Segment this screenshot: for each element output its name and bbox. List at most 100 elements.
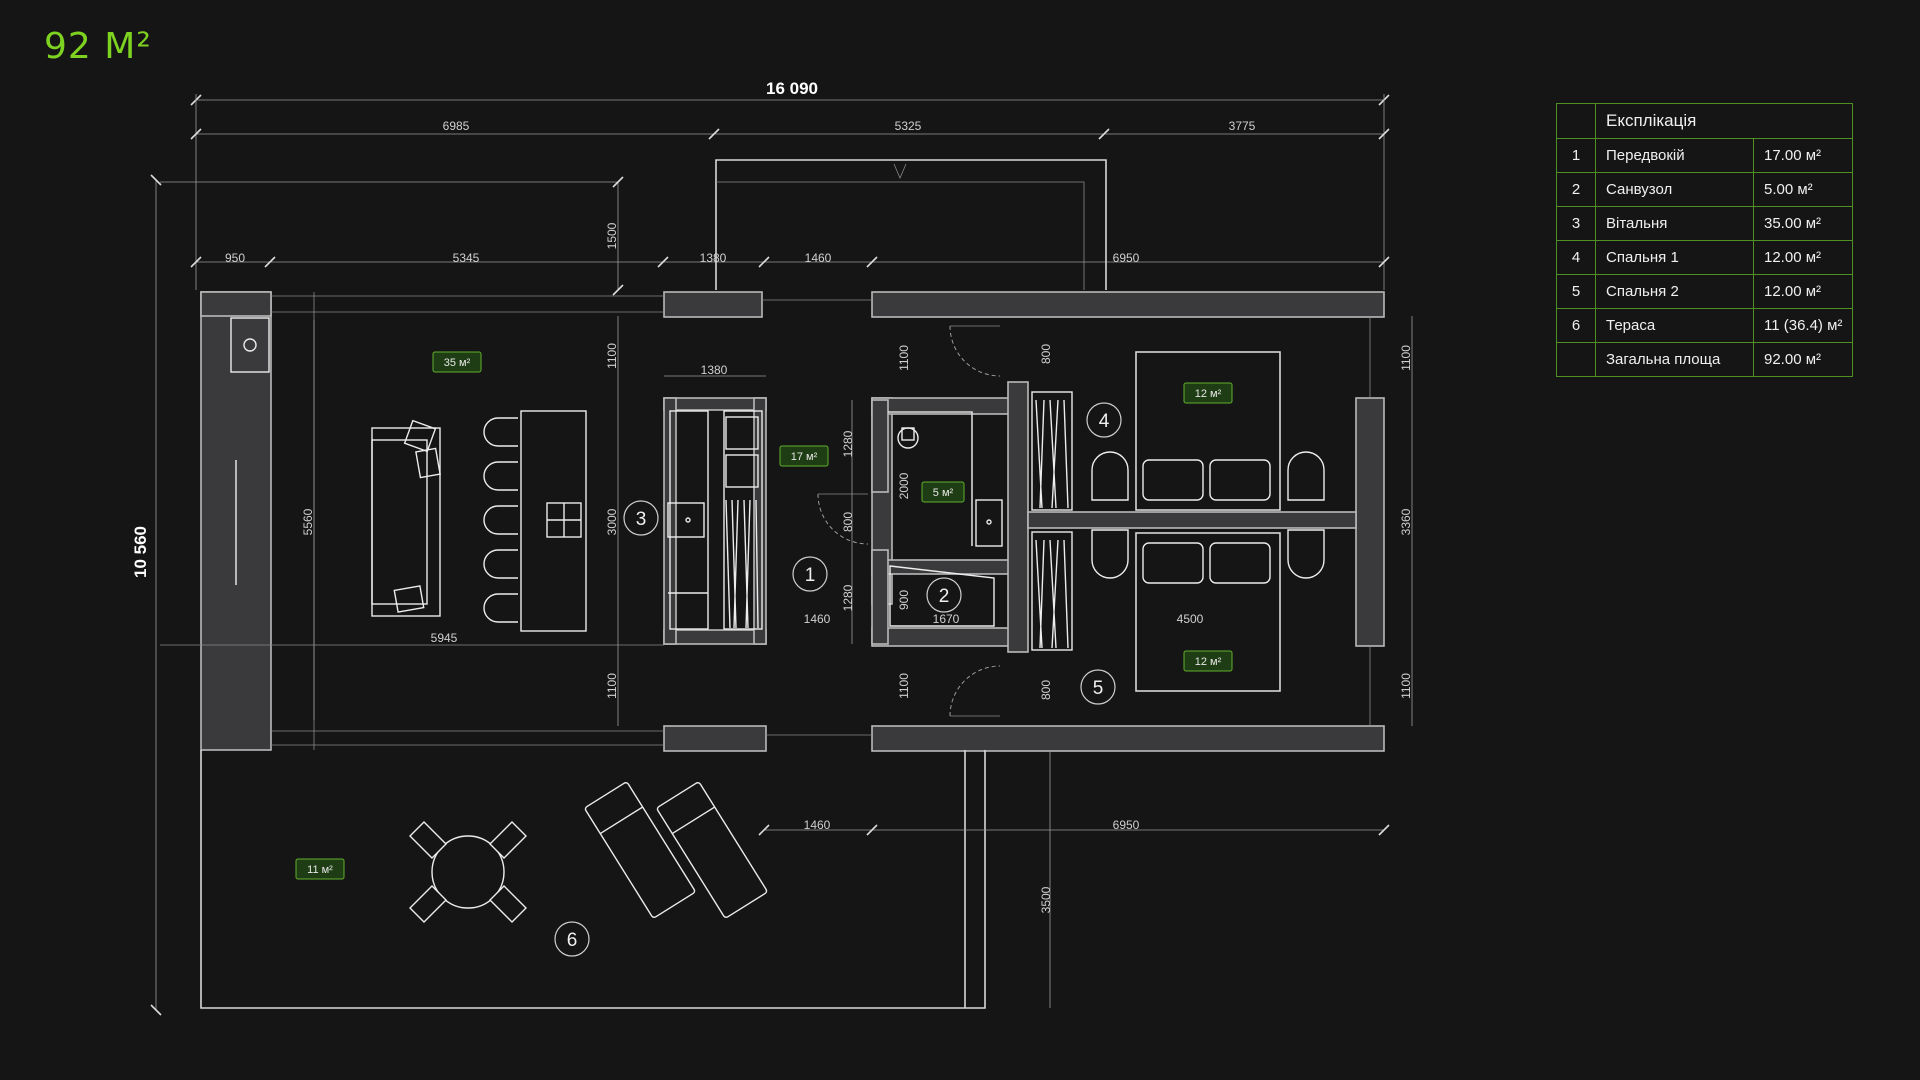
row-number: 1 xyxy=(1556,138,1596,173)
dim-1460-hall: 1460 xyxy=(804,612,831,626)
dim-1380: 1380 xyxy=(700,251,727,265)
row-number: 5 xyxy=(1556,274,1596,309)
room-schedule-row: 4 Спальня 1 12.00 м² xyxy=(1556,240,1854,275)
dim-6950-bottom: 6950 xyxy=(1113,818,1140,832)
row-area: 35.00 м² xyxy=(1752,206,1854,241)
inner-dimensions: 1380 5560 5945 3000 1100 1100 1280 800 1… xyxy=(301,316,1413,726)
dim-800-hall: 800 xyxy=(841,512,855,532)
dim-1100-f: 1100 xyxy=(1399,673,1413,699)
dim-5345: 5345 xyxy=(453,251,480,265)
room-schedule-title: Експлікація xyxy=(1594,103,1854,139)
dim-1100-a: 1100 xyxy=(605,343,619,369)
room-numbers: 1 2 3 4 5 6 xyxy=(554,402,1122,957)
overall-width-label: 16 090 xyxy=(766,79,818,98)
dim-5560: 5560 xyxy=(301,508,315,535)
row-room-name: Тераса xyxy=(1595,308,1754,343)
dim-1100-d: 1100 xyxy=(897,673,911,699)
dim-3000: 3000 xyxy=(605,508,619,535)
sofa xyxy=(371,419,441,617)
room-number-1: 1 xyxy=(805,565,816,586)
row-area: 5.00 м² xyxy=(1752,172,1854,207)
terrace xyxy=(200,750,986,1009)
bottom-dimensions: 1460 6950 3500 xyxy=(758,750,1390,1008)
dim-800-b: 800 xyxy=(1039,680,1053,700)
room-schedule-row: 3 Вітальня 35.00 м² xyxy=(1556,206,1854,241)
room-number-5: 5 xyxy=(1093,678,1104,699)
row-number: 4 xyxy=(1556,240,1596,275)
area-tag-bedroom-2: 12 м² xyxy=(1195,656,1222,668)
row-number: 3 xyxy=(1556,206,1596,241)
row-number: 2 xyxy=(1556,172,1596,207)
dim-5945: 5945 xyxy=(431,631,458,645)
room-schedule-row: 5 Спальня 2 12.00 м² xyxy=(1556,274,1854,309)
area-tag-bedroom-1: 12 м² xyxy=(1195,388,1222,400)
row-room-name: Спальня 2 xyxy=(1595,274,1754,309)
row-area: 17.00 м² xyxy=(1752,138,1854,173)
room-schedule-header: Експлікація xyxy=(1556,103,1854,139)
bathroom-fixtures xyxy=(871,399,1003,645)
area-tags: 35 м² 17 м² 5 м² 12 м² 12 м² 11 м² xyxy=(295,351,1233,880)
bar-stools xyxy=(483,417,518,623)
area-tag-living: 35 м² xyxy=(444,357,471,369)
room-schedule-header-num xyxy=(1556,103,1596,139)
dim-1460: 1460 xyxy=(805,251,832,265)
room-schedule-row: 1 Передвокій 17.00 м² xyxy=(1556,138,1854,173)
dim-1100-e: 1100 xyxy=(1399,345,1413,371)
top-row2-dimensions: 950 5345 1380 1460 6950 xyxy=(190,251,1390,268)
dim-1280-a: 1280 xyxy=(841,430,855,457)
top-row1-dimensions: 6985 5325 3775 xyxy=(190,119,1390,140)
dining-island xyxy=(520,410,587,632)
kitchen-counter xyxy=(230,317,270,585)
area-title: 92 M² xyxy=(44,26,152,67)
dim-3360: 3360 xyxy=(1399,508,1413,535)
dim-900: 900 xyxy=(897,590,911,610)
row-area: 11 (36.4) м² xyxy=(1752,308,1854,343)
bedroom-wardrobes xyxy=(1031,391,1073,651)
dim-2000: 2000 xyxy=(897,472,911,499)
room-number-6: 6 xyxy=(567,930,578,951)
area-tag-bathroom: 5 м² xyxy=(933,487,954,499)
dim-1100-c: 1100 xyxy=(897,345,911,371)
bed-bedroom-1 xyxy=(1091,351,1325,511)
dim-3500: 3500 xyxy=(1039,886,1053,913)
area-tag-hall: 17 м² xyxy=(791,451,818,463)
walls xyxy=(200,291,1385,752)
room-number-2: 2 xyxy=(939,586,950,607)
room-schedule-total-row: Загальна площа 92.00 м² xyxy=(1556,342,1854,377)
row-area: 12.00 м² xyxy=(1752,240,1854,275)
dim-1380-inner: 1380 xyxy=(701,363,728,377)
room-number-4: 4 xyxy=(1099,411,1110,432)
dim-5325: 5325 xyxy=(895,119,922,133)
row-number xyxy=(1556,342,1596,377)
dim-1460-bottom: 1460 xyxy=(804,818,831,832)
dim-1280-b: 1280 xyxy=(841,584,855,611)
dim-4500: 4500 xyxy=(1177,612,1204,626)
dim-1100-b: 1100 xyxy=(605,673,619,699)
room-schedule-table: Експлікація 1 Передвокій 17.00 м² 2 Санв… xyxy=(1556,103,1854,377)
overall-height-dimension: 10 560 xyxy=(131,174,162,1016)
room-schedule-row: 2 Санвузол 5.00 м² xyxy=(1556,172,1854,207)
row-room-name: Передвокій xyxy=(1595,138,1754,173)
dim-950: 950 xyxy=(225,251,245,265)
row-room-name: Загальна площа xyxy=(1595,342,1754,377)
dim-6950: 6950 xyxy=(1113,251,1140,265)
hall-cabinets xyxy=(667,410,763,630)
row-room-name: Вітальня xyxy=(1595,206,1754,241)
bed-bedroom-2 xyxy=(1091,529,1325,692)
dim-800-a: 800 xyxy=(1039,344,1053,364)
row-area: 12.00 м² xyxy=(1752,274,1854,309)
room-number-3: 3 xyxy=(636,509,647,530)
row-room-name: Санвузол xyxy=(1595,172,1754,207)
door-swings xyxy=(817,325,1001,717)
room-schedule-row: 6 Тераса 11 (36.4) м² xyxy=(1556,308,1854,343)
dim-1500: 1500 xyxy=(605,222,619,249)
entrance-porch: 1500 xyxy=(160,159,1107,296)
dim-6985: 6985 xyxy=(443,119,470,133)
dim-1670: 1670 xyxy=(933,612,960,626)
overall-width-dimension: 16 090 xyxy=(190,79,1390,290)
row-room-name: Спальня 1 xyxy=(1595,240,1754,275)
row-number: 6 xyxy=(1556,308,1596,343)
area-tag-terrace: 11 м² xyxy=(307,864,333,876)
dim-3775: 3775 xyxy=(1229,119,1256,133)
